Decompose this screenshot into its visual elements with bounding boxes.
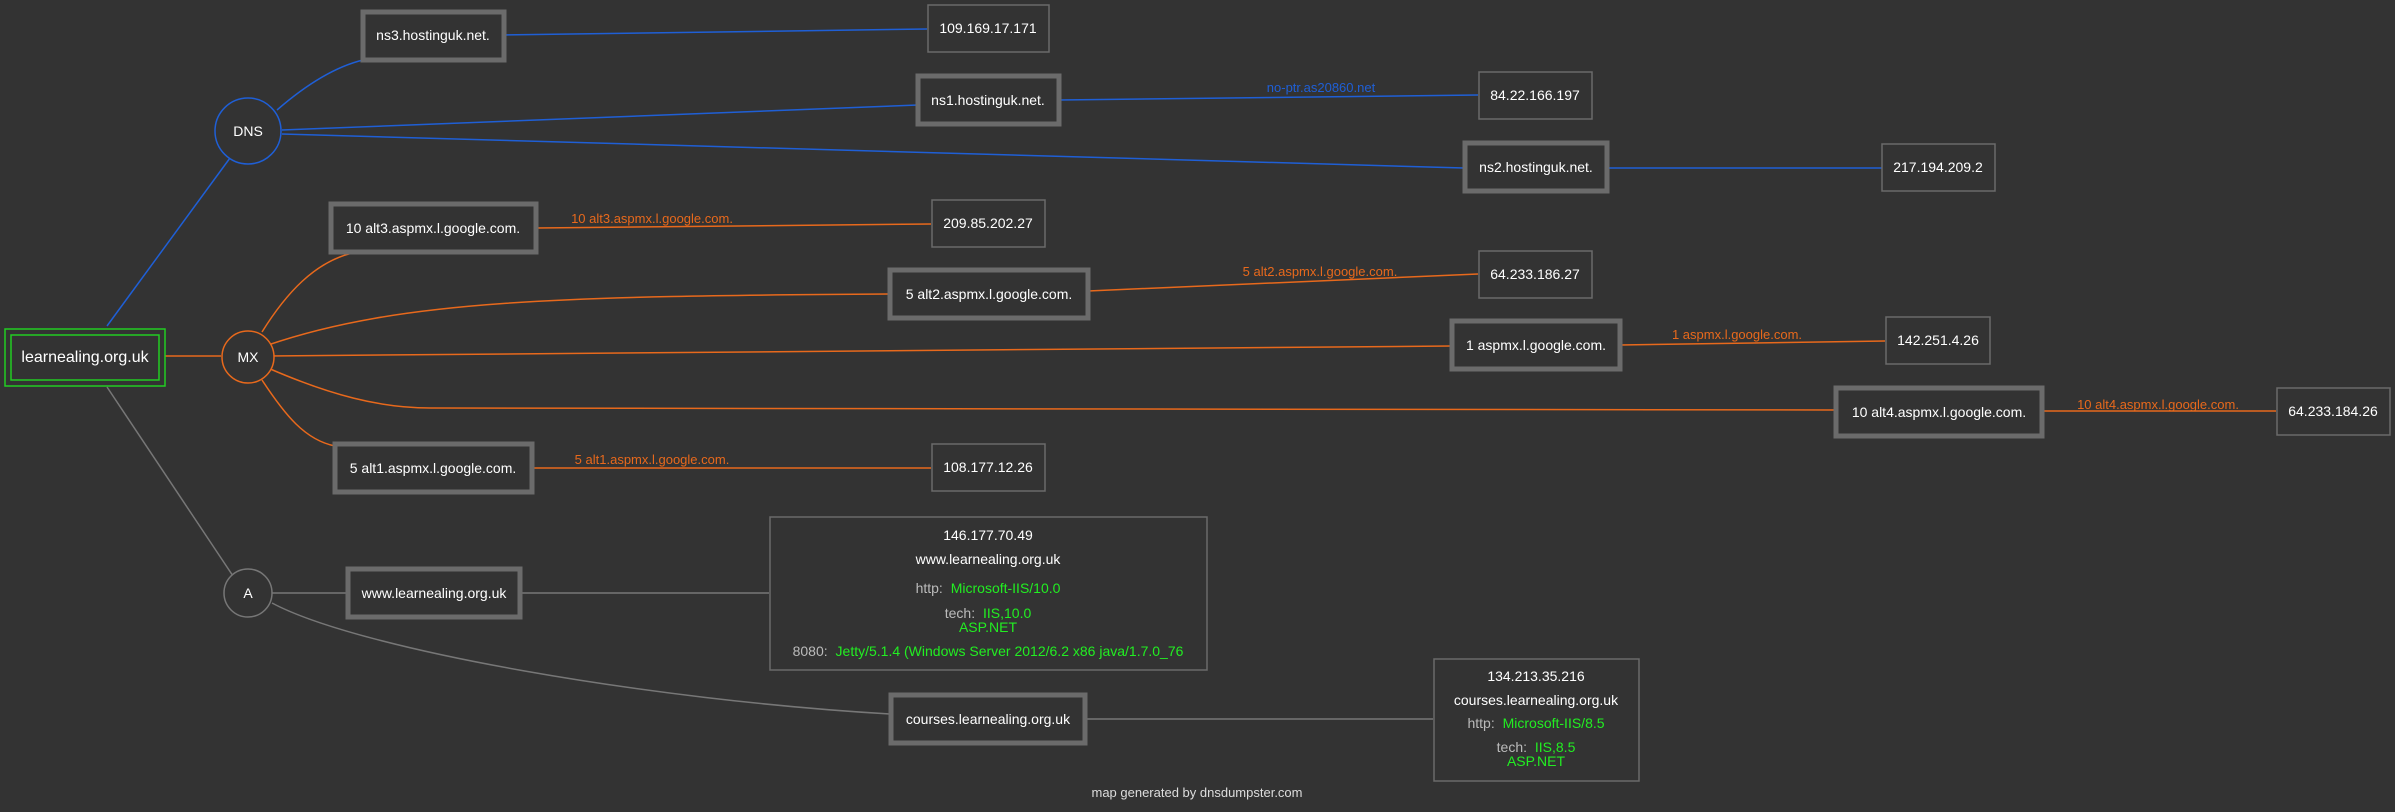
edge-dns-ns1	[281, 104, 919, 131]
info-tech-value: IIS,10.0	[983, 605, 1031, 621]
mx-host-node[interactable]: 10 alt3.aspmx.l.google.com.	[328, 201, 539, 255]
edge-aspmx-ip	[1619, 340, 1886, 346]
info-tech-value: IIS,8.5	[1535, 739, 1576, 755]
mx-ip-node[interactable]: 142.251.4.26	[1885, 316, 1991, 365]
dns-ip-node[interactable]: 109.169.17.171	[927, 4, 1050, 53]
edge-alt3-ip	[535, 223, 932, 229]
info-port-label: 8080:	[793, 643, 828, 659]
ptr-label-aspmx: 1 aspmx.l.google.com.	[1672, 327, 1802, 342]
dns-host-label: ns2.hostinguk.net.	[1479, 159, 1593, 175]
mx-ip-label: 142.251.4.26	[1897, 332, 1979, 348]
mx-ip-node[interactable]: 209.85.202.27	[931, 199, 1046, 248]
info-http-label: http:	[916, 580, 943, 596]
dns-ip-node[interactable]: 217.194.209.2	[1881, 143, 1996, 192]
edge-alt2-ip	[1087, 273, 1479, 292]
info-http-value: Microsoft-IIS/8.5	[1503, 715, 1605, 731]
mx-host-node[interactable]: 10 alt4.aspmx.l.google.com.	[1833, 385, 2045, 439]
ptr-label-alt3: 10 alt3.aspmx.l.google.com.	[571, 211, 733, 226]
ptr-label-alt1: 5 alt1.aspmx.l.google.com.	[575, 452, 730, 467]
dns-ip-node[interactable]: 84.22.166.197	[1478, 71, 1593, 120]
edge-dns-ns3	[276, 59, 364, 111]
edge-root-dns	[106, 157, 231, 327]
info-tech-label: tech:	[945, 605, 975, 621]
edge-ns1-ip	[1058, 94, 1479, 101]
a-group-node[interactable]: A	[223, 568, 273, 618]
dns-host-node[interactable]: ns2.hostinguk.net.	[1462, 140, 1610, 194]
a-host-node[interactable]: courses.learnealing.org.uk	[888, 692, 1088, 746]
info-http-label: http:	[1467, 715, 1494, 731]
info-http-line: http: Microsoft-IIS/8.5	[1467, 715, 1604, 731]
dns-group-label: DNS	[233, 123, 263, 139]
info-ip: 134.213.35.216	[1487, 668, 1585, 684]
edge-root-a	[106, 386, 234, 577]
mx-group-node[interactable]: MX	[221, 330, 275, 384]
ptr-label-ns1: no-ptr.as20860.net	[1267, 80, 1376, 95]
mx-host-label: 10 alt4.aspmx.l.google.com.	[1852, 404, 2026, 420]
a-group-label: A	[243, 585, 253, 601]
mx-host-node[interactable]: 5 alt2.aspmx.l.google.com.	[887, 267, 1091, 321]
host-info-box[interactable]: 134.213.35.216 courses.learnealing.org.u…	[1433, 658, 1640, 782]
a-host-label: courses.learnealing.org.uk	[906, 711, 1071, 727]
root-label: learnealing.org.uk	[21, 349, 149, 366]
footer-credit: map generated by dnsdumpster.com	[1091, 785, 1302, 800]
info-tech-value-2: ASP.NET	[959, 619, 1018, 635]
dns-group-node[interactable]: DNS	[214, 97, 282, 165]
dns-ip-label: 84.22.166.197	[1490, 87, 1580, 103]
dns-host-node[interactable]: ns3.hostinguk.net.	[360, 9, 507, 63]
mx-host-node[interactable]: 1 aspmx.l.google.com.	[1449, 318, 1623, 372]
info-http-value: Microsoft-IIS/10.0	[951, 580, 1061, 596]
info-tech-line: tech: IIS,10.0	[945, 605, 1032, 621]
mx-ip-label: 108.177.12.26	[943, 459, 1033, 475]
edge-ns3-ip	[502, 28, 928, 36]
a-host-node[interactable]: www.learnealing.org.uk	[345, 566, 523, 620]
dns-host-node[interactable]: ns1.hostinguk.net.	[915, 73, 1062, 127]
mx-host-label: 10 alt3.aspmx.l.google.com.	[346, 220, 520, 236]
mx-host-label: 5 alt1.aspmx.l.google.com.	[350, 460, 517, 476]
mx-ip-label: 209.85.202.27	[943, 215, 1033, 231]
mx-host-node[interactable]: 5 alt1.aspmx.l.google.com.	[332, 441, 535, 495]
edge-mx-aspmx	[267, 345, 1452, 357]
info-hostname: www.learnealing.org.uk	[915, 551, 1062, 567]
mx-ip-label: 64.233.184.26	[2288, 403, 2378, 419]
dns-host-label: ns1.hostinguk.net.	[931, 92, 1045, 108]
edge-dns-ns2	[281, 133, 1465, 169]
edge-mx-alt2	[267, 293, 891, 346]
mx-host-label: 5 alt2.aspmx.l.google.com.	[906, 286, 1073, 302]
info-port-value: Jetty/5.1.4 (Windows Server 2012/6.2 x86…	[836, 643, 1184, 659]
mx-ip-node[interactable]: 64.233.186.27	[1478, 250, 1593, 299]
mx-ip-node[interactable]: 64.233.184.26	[2276, 387, 2391, 436]
info-hostname: courses.learnealing.org.uk	[1454, 692, 1619, 708]
mx-ip-node[interactable]: 108.177.12.26	[931, 443, 1046, 492]
dns-host-label: ns3.hostinguk.net.	[376, 27, 490, 43]
info-port-line: 8080: Jetty/5.1.4 (Windows Server 2012/6…	[793, 643, 1184, 659]
mx-group-label: MX	[238, 349, 260, 365]
info-ip: 146.177.70.49	[943, 527, 1033, 543]
edges	[106, 28, 2276, 720]
dns-ip-label: 109.169.17.171	[939, 20, 1037, 36]
dns-ip-label: 217.194.209.2	[1893, 159, 1983, 175]
edge-mx-alt1	[261, 379, 336, 447]
edge-mx-alt4	[267, 367, 1837, 411]
edge-mx-alt3	[261, 251, 358, 333]
ptr-label-alt4: 10 alt4.aspmx.l.google.com.	[2077, 397, 2239, 412]
info-tech-line: tech: IIS,8.5	[1497, 739, 1576, 755]
mx-host-label: 1 aspmx.l.google.com.	[1466, 337, 1606, 353]
info-http-line: http: Microsoft-IIS/10.0	[916, 580, 1061, 596]
ptr-label-alt2: 5 alt2.aspmx.l.google.com.	[1243, 264, 1398, 279]
root-node[interactable]: learnealing.org.uk	[4, 328, 166, 387]
edge-a-courses	[271, 602, 891, 715]
a-host-label: www.learnealing.org.uk	[361, 585, 508, 601]
mx-ip-label: 64.233.186.27	[1490, 266, 1580, 282]
info-tech-label: tech:	[1497, 739, 1527, 755]
host-info-box[interactable]: 146.177.70.49 www.learnealing.org.uk htt…	[769, 516, 1208, 671]
edge-labels: no-ptr.as20860.net 10 alt3.aspmx.l.googl…	[571, 80, 2239, 467]
info-tech-value-2: ASP.NET	[1507, 753, 1566, 769]
